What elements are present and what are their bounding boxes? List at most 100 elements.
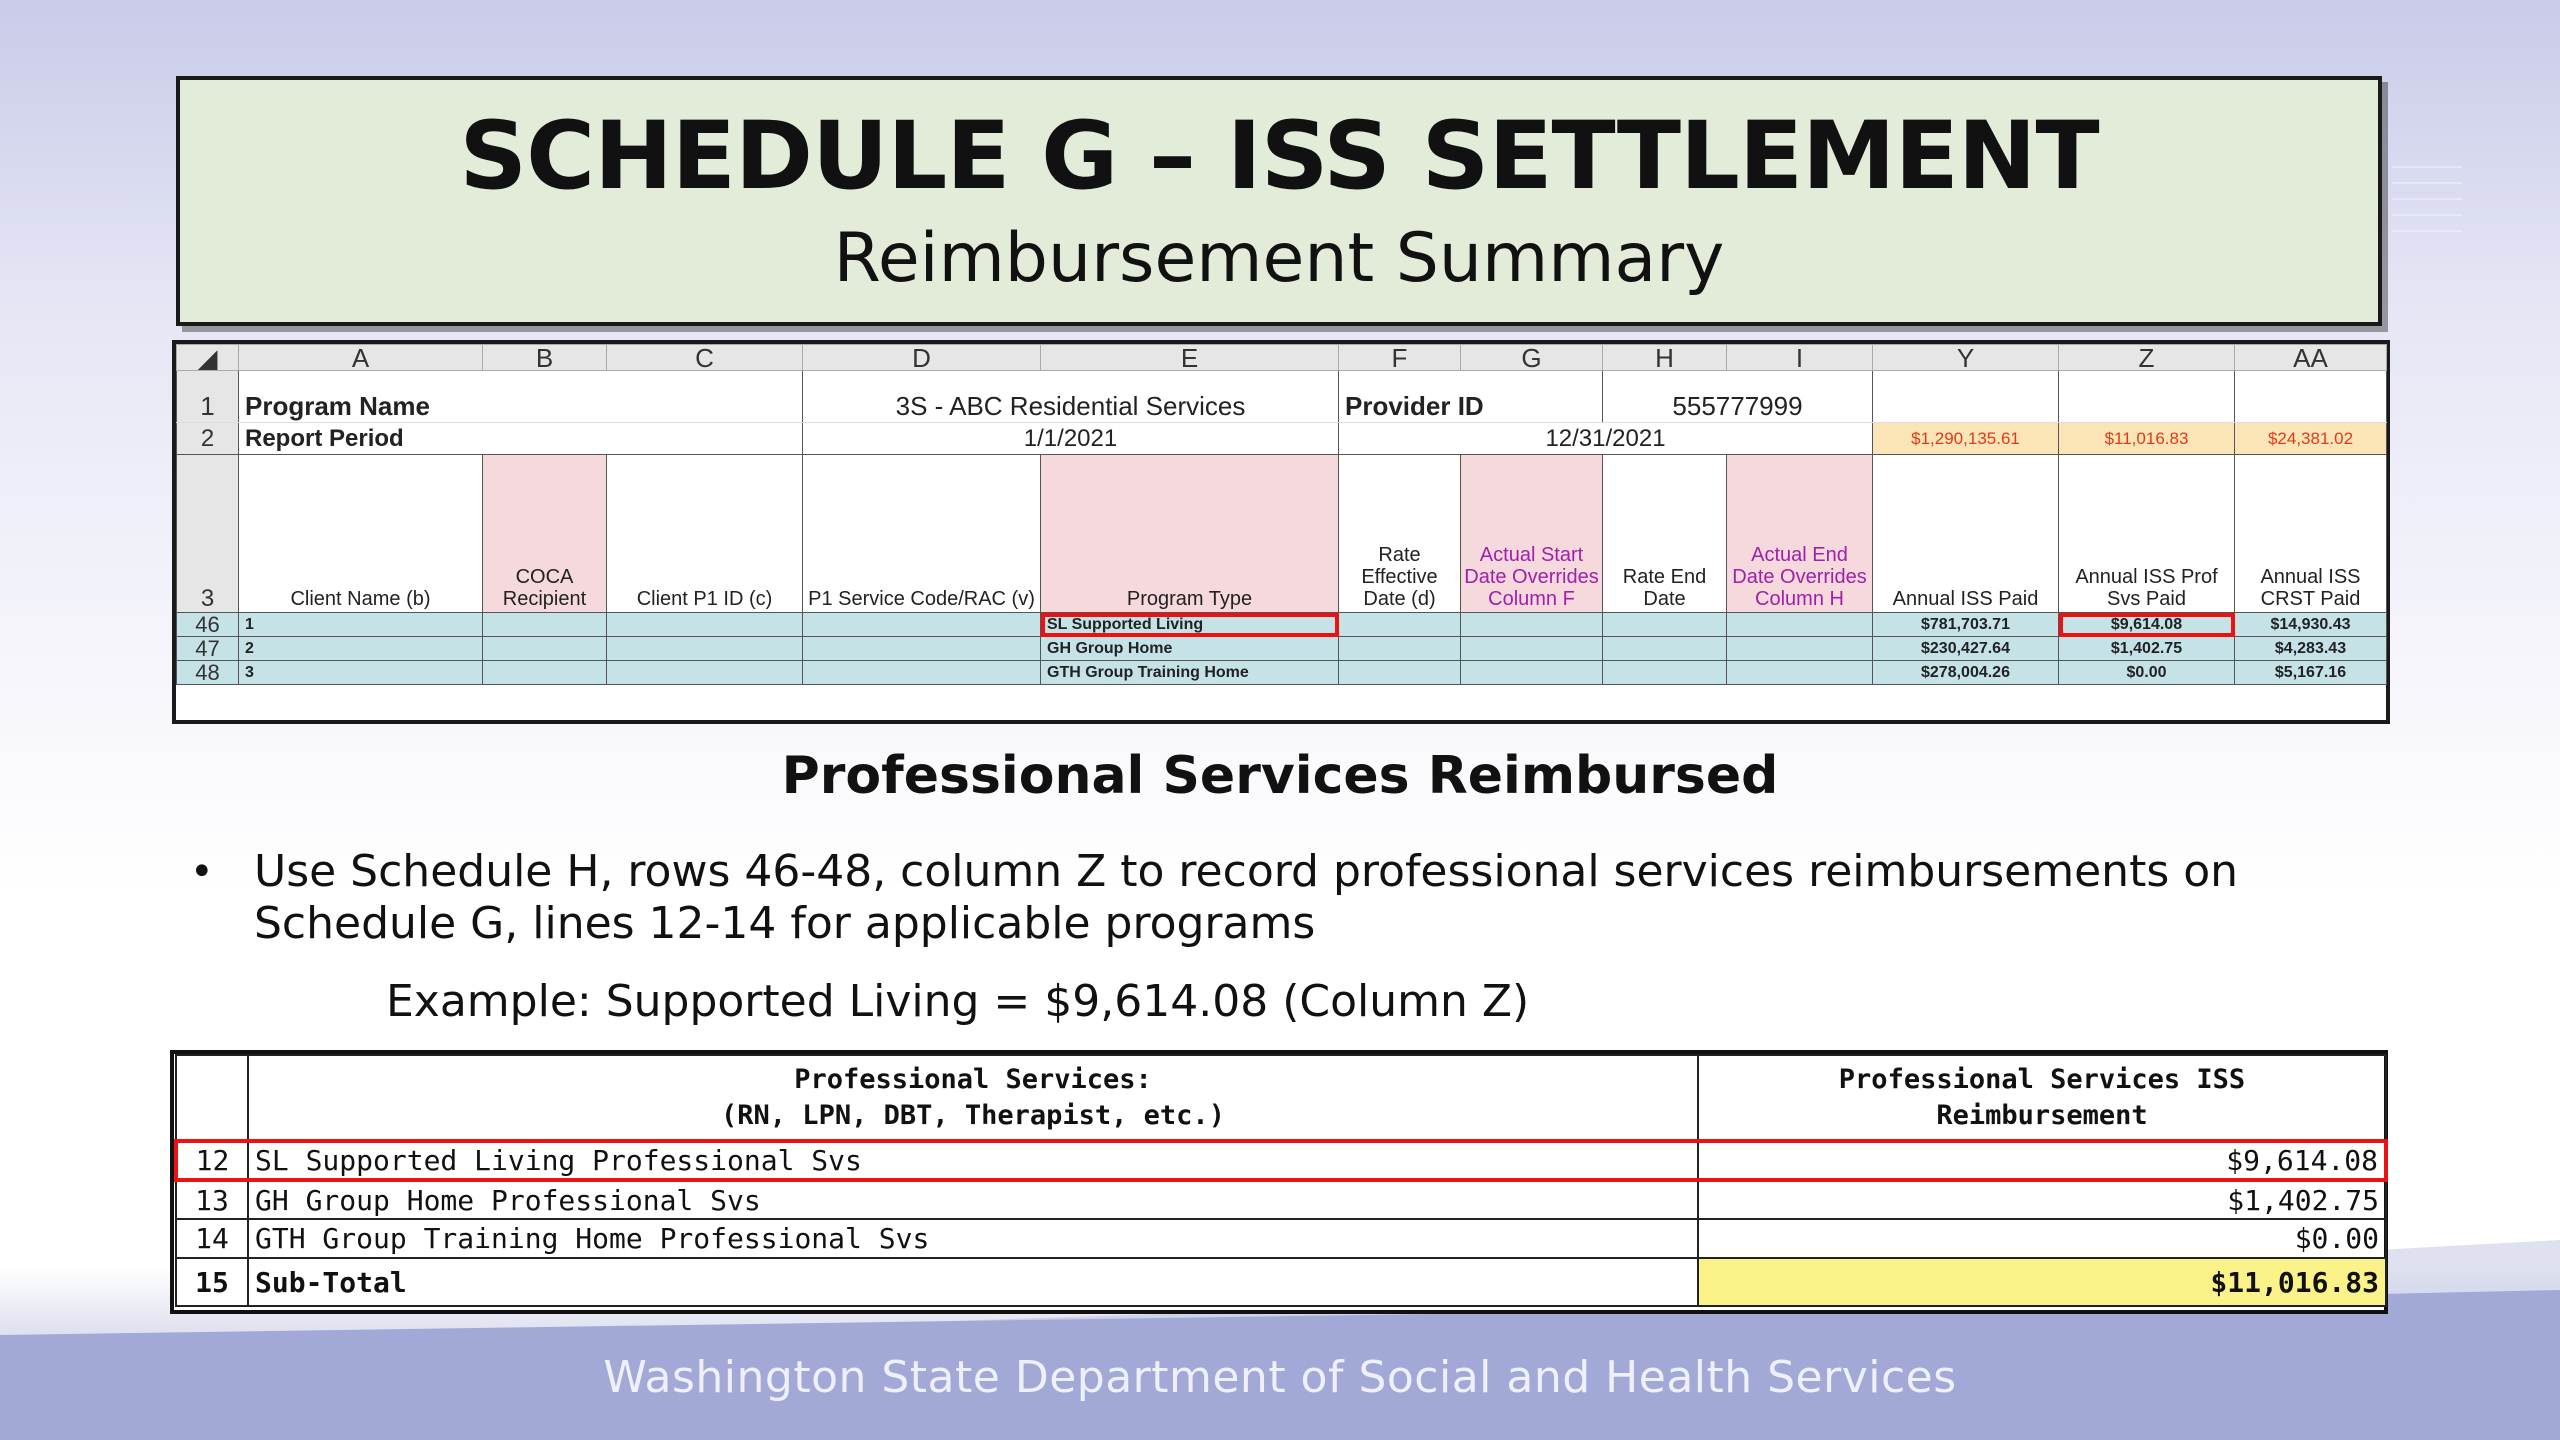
row-number: 2 [176, 422, 239, 455]
client-cell: 1 [238, 612, 483, 637]
line-label: GTH Group Training Home Professional Svs [247, 1218, 1699, 1259]
header-left-line2: (RN, LPN, DBT, Therapist, etc.) [721, 1099, 1225, 1131]
schedule-g-table: Professional Services: (RN, LPN, DBT, Th… [170, 1050, 2388, 1314]
header-professional-services: Professional Services: (RN, LPN, DBT, Th… [247, 1054, 1699, 1142]
row-number: 1 [176, 370, 239, 423]
line-amount: $9,614.08 [1697, 1139, 2388, 1182]
row-number: 46 [176, 612, 239, 637]
bullet-text: Use Schedule H, rows 46-48, column Z to … [254, 846, 2239, 949]
header-right-line2: Reimbursement [1936, 1099, 2148, 1131]
program-type-cell-highlighted: SL Supported Living [1040, 612, 1339, 637]
program-name-value: 3S - ABC Residential Services [802, 370, 1339, 423]
col-header-a: A [238, 344, 483, 371]
example-text: Example: Supported Living = $9,614.08 (C… [386, 976, 1530, 1027]
sheet-data-row: 48 3 GTH Group Training Home $278,004.26… [176, 660, 2387, 685]
empty-cell [1460, 636, 1603, 661]
col-header-z: Z [2058, 344, 2235, 371]
report-end: 12/31/2021 [1338, 422, 1873, 455]
subtotal-row: 15 Sub-Total $11,016.83 [175, 1257, 2387, 1307]
annual-crst-cell: $5,167.16 [2234, 660, 2387, 685]
line-label: SL Supported Living Professional Svs [247, 1139, 1699, 1182]
empty-header-cell [175, 1054, 249, 1142]
line-amount: $1,402.75 [1697, 1179, 2387, 1220]
sheet-data-row: 46 1 SL Supported Living $781,703.71 $9,… [176, 612, 2387, 637]
col-header-h: H [1602, 344, 1727, 371]
header-reimbursement: Professional Services ISS Reimbursement [1697, 1054, 2387, 1142]
empty-cell [802, 660, 1041, 685]
spreadsheet-snapshot: ◢ A B C D E F G H I Y Z AA 1 Program Nam… [172, 340, 2390, 724]
header-right-line1: Professional Services ISS [1838, 1063, 2246, 1095]
row-number: 47 [176, 636, 239, 661]
line-amount: $0.00 [1697, 1218, 2387, 1259]
empty-cell [1602, 660, 1727, 685]
empty-cell [1602, 636, 1727, 661]
empty-cell [802, 636, 1041, 661]
empty-cell [1872, 370, 2059, 423]
provider-id-label: Provider ID [1338, 370, 1603, 423]
col-header-b: B [482, 344, 607, 371]
col-header-c: C [606, 344, 803, 371]
annual-iss-cell: $781,703.71 [1872, 612, 2059, 637]
program-type-cell: GTH Group Training Home [1040, 660, 1339, 685]
slide-title: SCHEDULE G – ISS SETTLEMENT [459, 102, 2099, 211]
header-annual-prof: Annual ISS Prof Svs Paid [2058, 454, 2235, 613]
row-number: 48 [176, 660, 239, 685]
col-header-e: E [1040, 344, 1339, 371]
sheet-row-2: 2 Report Period 1/1/2021 12/31/2021 $1,2… [176, 422, 2387, 455]
line-number: 12 [174, 1139, 249, 1182]
sheet-row-1: 1 Program Name 3S - ABC Residential Serv… [176, 370, 2387, 423]
annual-prof-cell: $1,402.75 [2058, 636, 2235, 661]
empty-cell [1726, 660, 1873, 685]
col-header-g: G [1460, 344, 1603, 371]
total-annual-prof: $11,016.83 [2058, 422, 2235, 455]
header-rate-end: Rate End Date [1602, 454, 1727, 613]
annual-iss-cell: $230,427.64 [1872, 636, 2059, 661]
annual-prof-cell: $0.00 [2058, 660, 2235, 685]
header-client-p1: Client P1 ID (c) [606, 454, 803, 613]
empty-cell [1460, 660, 1603, 685]
schedule-g-header-row: Professional Services: (RN, LPN, DBT, Th… [175, 1054, 2387, 1142]
header-rate-effective: Rate Effective Date (d) [1338, 454, 1461, 613]
header-actual-start: Actual Start Date Overrides Column F [1460, 454, 1603, 613]
empty-cell [482, 660, 607, 685]
slide-subtitle: Reimbursement Summary [833, 219, 1725, 298]
program-name-label: Program Name [238, 370, 803, 423]
header-coca: COCA Recipient [482, 454, 607, 613]
header-annual-crst: Annual ISS CRST Paid [2234, 454, 2387, 613]
annual-prof-cell-highlighted: $9,614.08 [2058, 612, 2235, 637]
total-annual-crst: $24,381.02 [2234, 422, 2387, 455]
header-left-line1: Professional Services: [794, 1063, 1152, 1095]
empty-cell [1460, 612, 1603, 637]
provider-id-value: 555777999 [1602, 370, 1873, 423]
program-type-cell: GH Group Home [1040, 636, 1339, 661]
empty-cell [1338, 660, 1461, 685]
empty-cell [606, 660, 803, 685]
client-cell: 3 [238, 660, 483, 685]
empty-cell [1338, 612, 1461, 637]
line-label: GH Group Home Professional Svs [247, 1179, 1699, 1220]
line-number: 15 [175, 1257, 249, 1307]
empty-cell [482, 636, 607, 661]
header-annual-iss: Annual ISS Paid [1872, 454, 2059, 613]
line-number: 13 [175, 1179, 249, 1220]
col-header-i: I [1726, 344, 1873, 371]
table-row-highlighted: 12 SL Supported Living Professional Svs … [174, 1139, 2388, 1182]
report-period-label: Report Period [238, 422, 803, 455]
empty-cell [1602, 612, 1727, 637]
column-header-row: ◢ A B C D E F G H I Y Z AA [176, 344, 2387, 371]
title-box: SCHEDULE G – ISS SETTLEMENT Reimbursemen… [176, 76, 2382, 326]
empty-cell [2058, 370, 2235, 423]
table-row: 13 GH Group Home Professional Svs $1,402… [175, 1179, 2387, 1220]
table-row: 14 GTH Group Training Home Professional … [175, 1218, 2387, 1259]
bullet-icon: • [190, 849, 214, 895]
corner-cell: ◢ [176, 344, 239, 371]
empty-cell [482, 612, 607, 637]
header-program-type: Program Type [1040, 454, 1339, 613]
line-number: 14 [175, 1218, 249, 1259]
client-cell: 2 [238, 636, 483, 661]
footer-agency-name: Washington State Department of Social an… [603, 1352, 1957, 1403]
col-header-aa: AA [2234, 344, 2387, 371]
col-header-y: Y [1872, 344, 2059, 371]
total-annual-iss: $1,290,135.61 [1872, 422, 2059, 455]
subtotal-amount: $11,016.83 [1697, 1257, 2387, 1307]
